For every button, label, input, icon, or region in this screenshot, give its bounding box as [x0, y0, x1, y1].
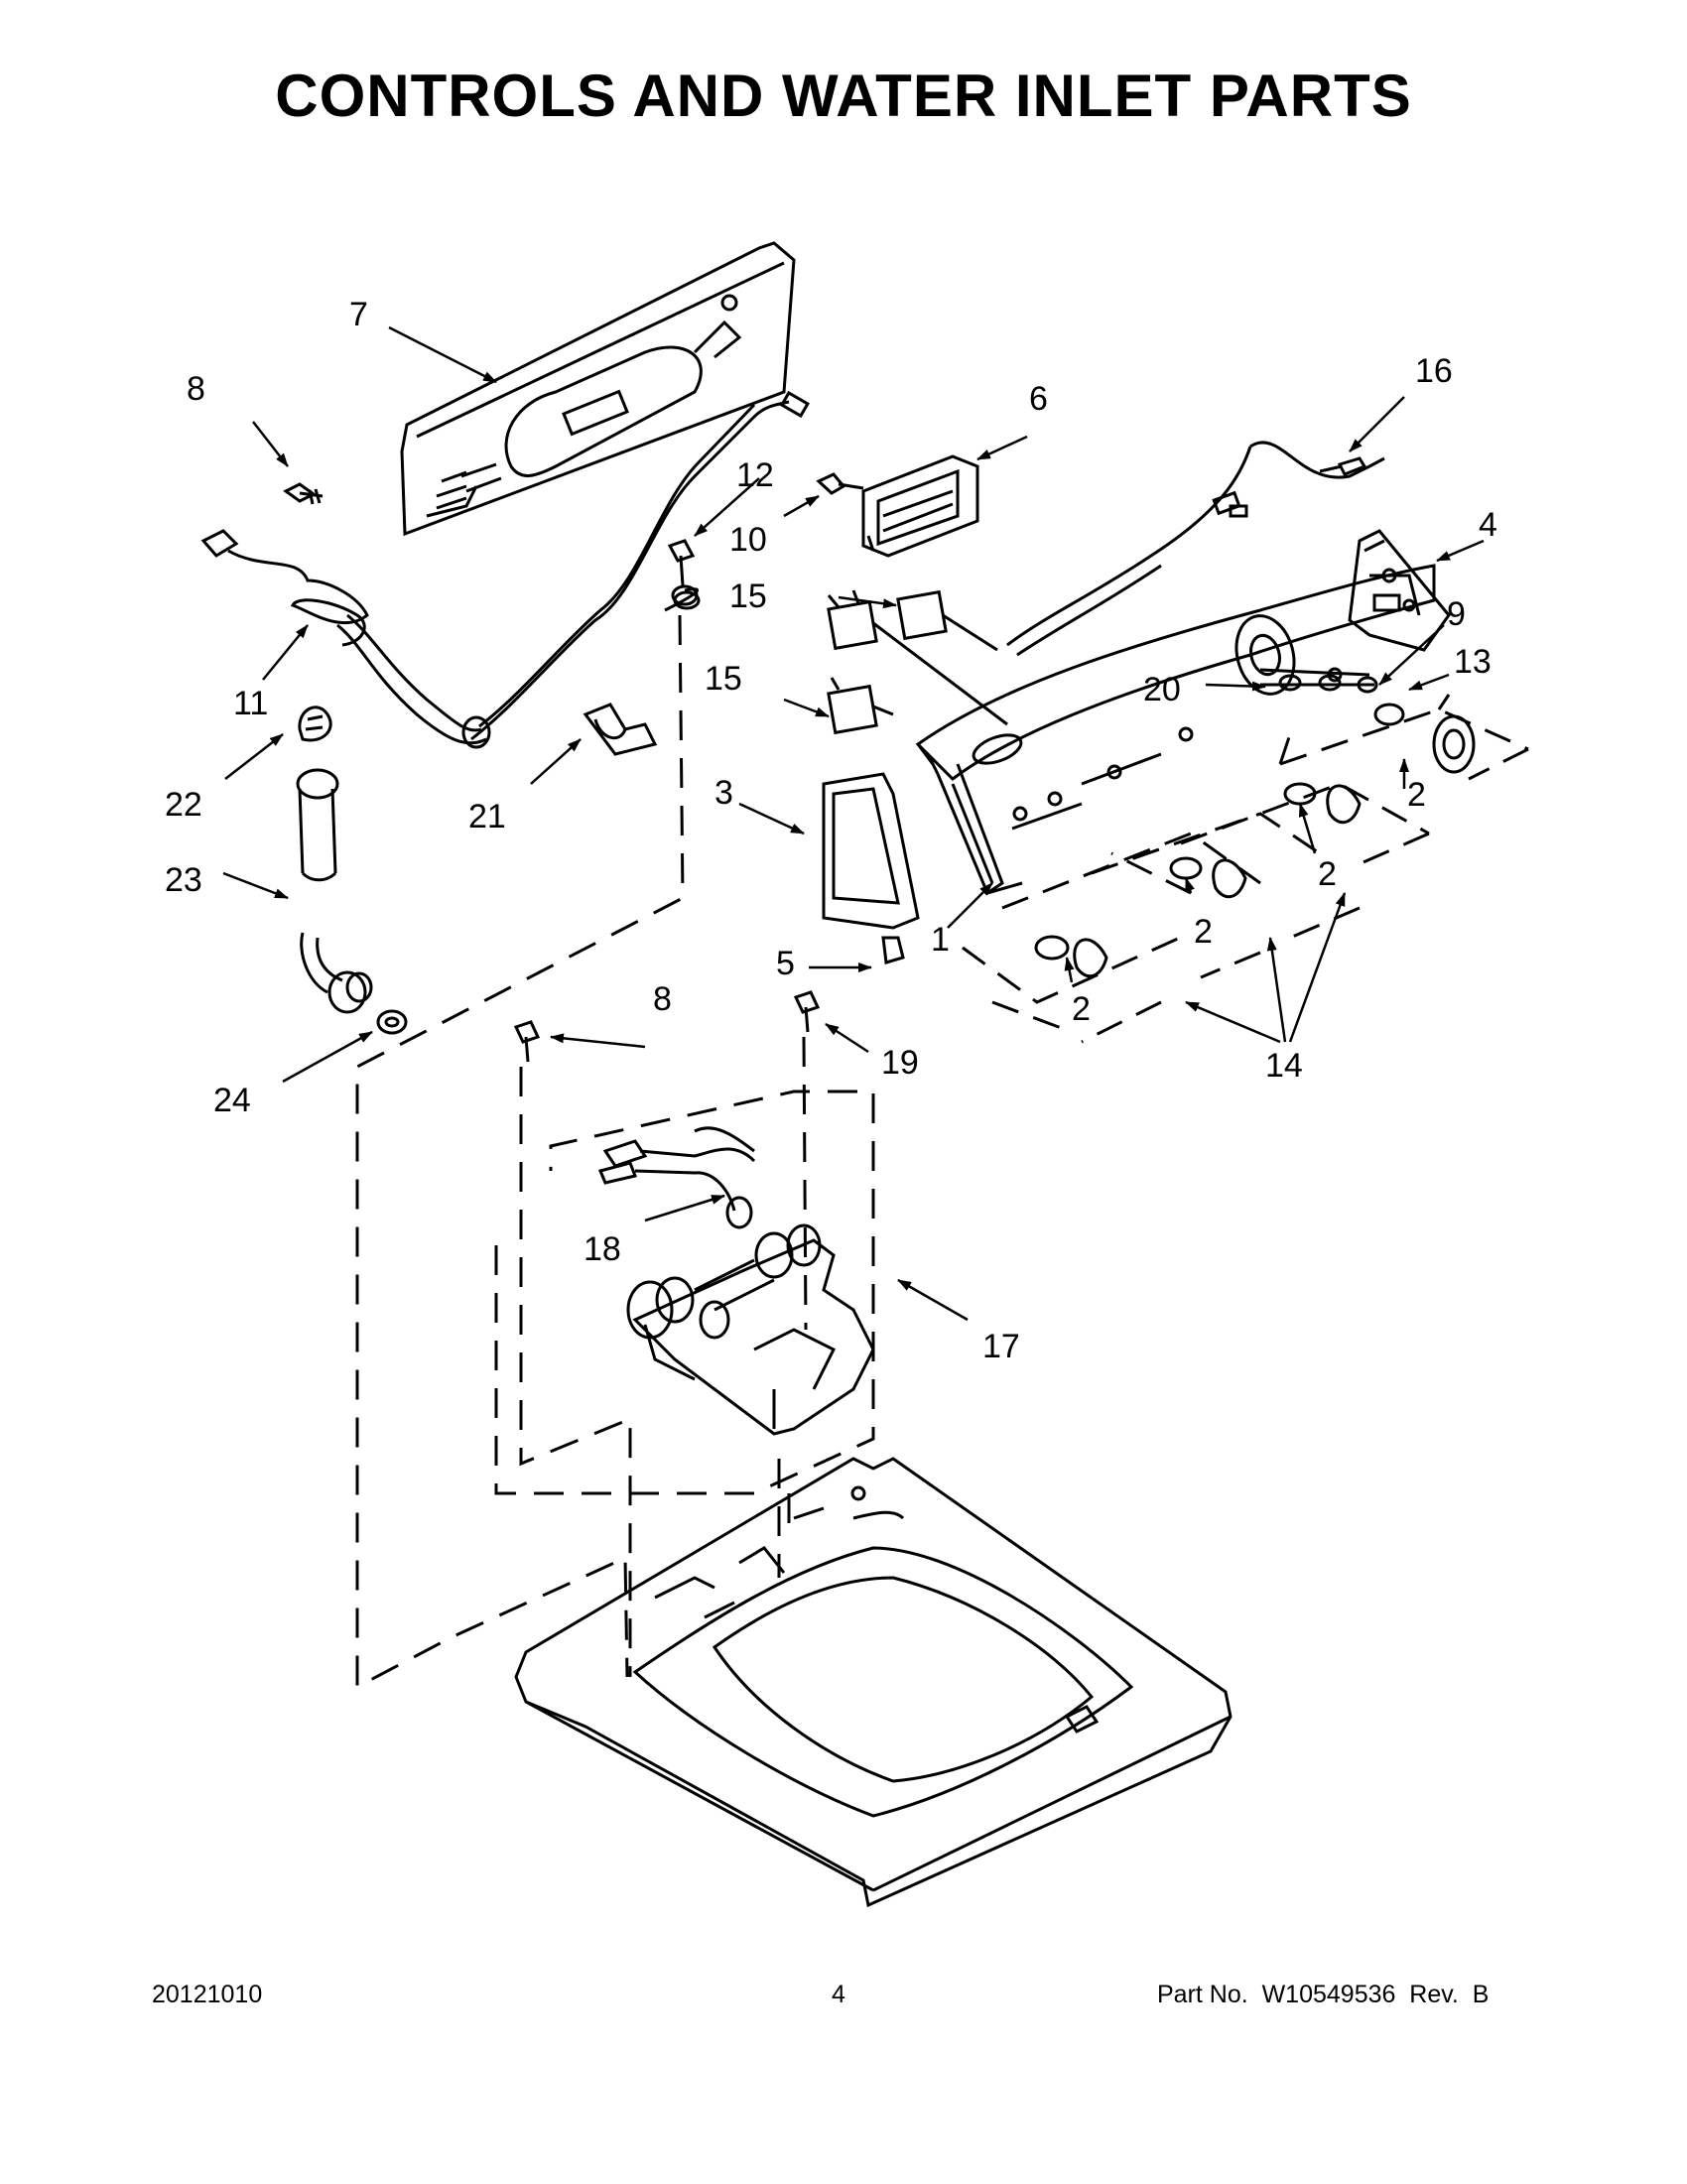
- washer-part: [376, 1009, 408, 1035]
- rear-panel-part: [400, 241, 796, 537]
- callout-8-lower: 8: [653, 980, 672, 1018]
- callout-17: 17: [982, 1328, 1020, 1365]
- callout-3: 3: [714, 774, 733, 812]
- callout-18: 18: [584, 1230, 621, 1268]
- screw-part-19: [793, 990, 821, 1033]
- screw-part-lower: [513, 1020, 541, 1063]
- callout-24: 24: [213, 1082, 251, 1119]
- callout-labels: 7 8 6 16 12 10 4 15 9 13 20 11 15 22 3 2…: [165, 296, 1497, 1365]
- switch-part-bottom: [827, 677, 894, 735]
- callout-15-top: 15: [729, 578, 767, 615]
- knob-part-4: [1373, 703, 1476, 774]
- callout-1: 1: [931, 921, 950, 959]
- callout-19: 19: [881, 1044, 919, 1082]
- footer-part-number: Part No. W10549536 Rev. B: [1157, 1981, 1490, 2008]
- callout-13: 13: [1454, 643, 1492, 681]
- callout-8-top: 8: [187, 370, 205, 408]
- page-title: CONTROLS AND WATER INLET PARTS: [275, 63, 1412, 129]
- callout-2-a: 2: [1407, 776, 1426, 814]
- console-bracket-part: [1348, 529, 1451, 652]
- wire-harness-part: [200, 390, 810, 749]
- callout-14: 14: [1265, 1047, 1303, 1085]
- footer-page-number: 4: [832, 1981, 845, 2008]
- callout-16: 16: [1415, 352, 1453, 390]
- inlet-screen-part: [298, 706, 332, 742]
- knob-part-2: [1169, 856, 1247, 899]
- callout-9: 9: [1447, 595, 1466, 633]
- hose-clamp-part: [583, 703, 658, 756]
- ground-screw-part: [667, 539, 699, 606]
- harness-part-18: [597, 1126, 756, 1229]
- switch-part-top: [827, 589, 1008, 726]
- console-part: [915, 564, 1436, 896]
- timer-disc-part: [1234, 614, 1378, 696]
- callout-11: 11: [233, 685, 268, 722]
- washer-top-part: [514, 1457, 1233, 1908]
- callout-21: 21: [468, 798, 506, 835]
- callout-20: 20: [1143, 671, 1181, 708]
- callout-23: 23: [165, 861, 202, 899]
- knob-outline-boxes: [962, 694, 1529, 1044]
- callout-10: 10: [729, 521, 767, 559]
- footer-date: 20121010: [152, 1981, 263, 2008]
- knob-part-1: [1034, 935, 1108, 978]
- callout-2-d: 2: [1318, 855, 1337, 893]
- connector-part: [1319, 456, 1367, 476]
- callout-2-c: 2: [1194, 913, 1213, 951]
- console-wire-part: [1006, 441, 1385, 657]
- callout-2-b: 2: [1072, 990, 1091, 1028]
- clip-part: [881, 936, 905, 964]
- callout-4: 4: [1479, 506, 1497, 544]
- board-screw-part: [816, 472, 864, 495]
- callout-12: 12: [736, 456, 774, 494]
- callout-15-bottom: 15: [705, 660, 742, 698]
- inlet-hose-part: [296, 768, 373, 1014]
- callout-22: 22: [165, 786, 202, 824]
- callout-7: 7: [349, 296, 368, 333]
- inlet-valve-part: [626, 1223, 875, 1436]
- control-board-part: [861, 454, 979, 558]
- side-cover-part: [822, 772, 920, 930]
- callout-6: 6: [1029, 380, 1048, 418]
- assembly-outline-lines: [355, 614, 875, 1690]
- callout-5: 5: [776, 945, 795, 982]
- screw-part: [283, 482, 324, 505]
